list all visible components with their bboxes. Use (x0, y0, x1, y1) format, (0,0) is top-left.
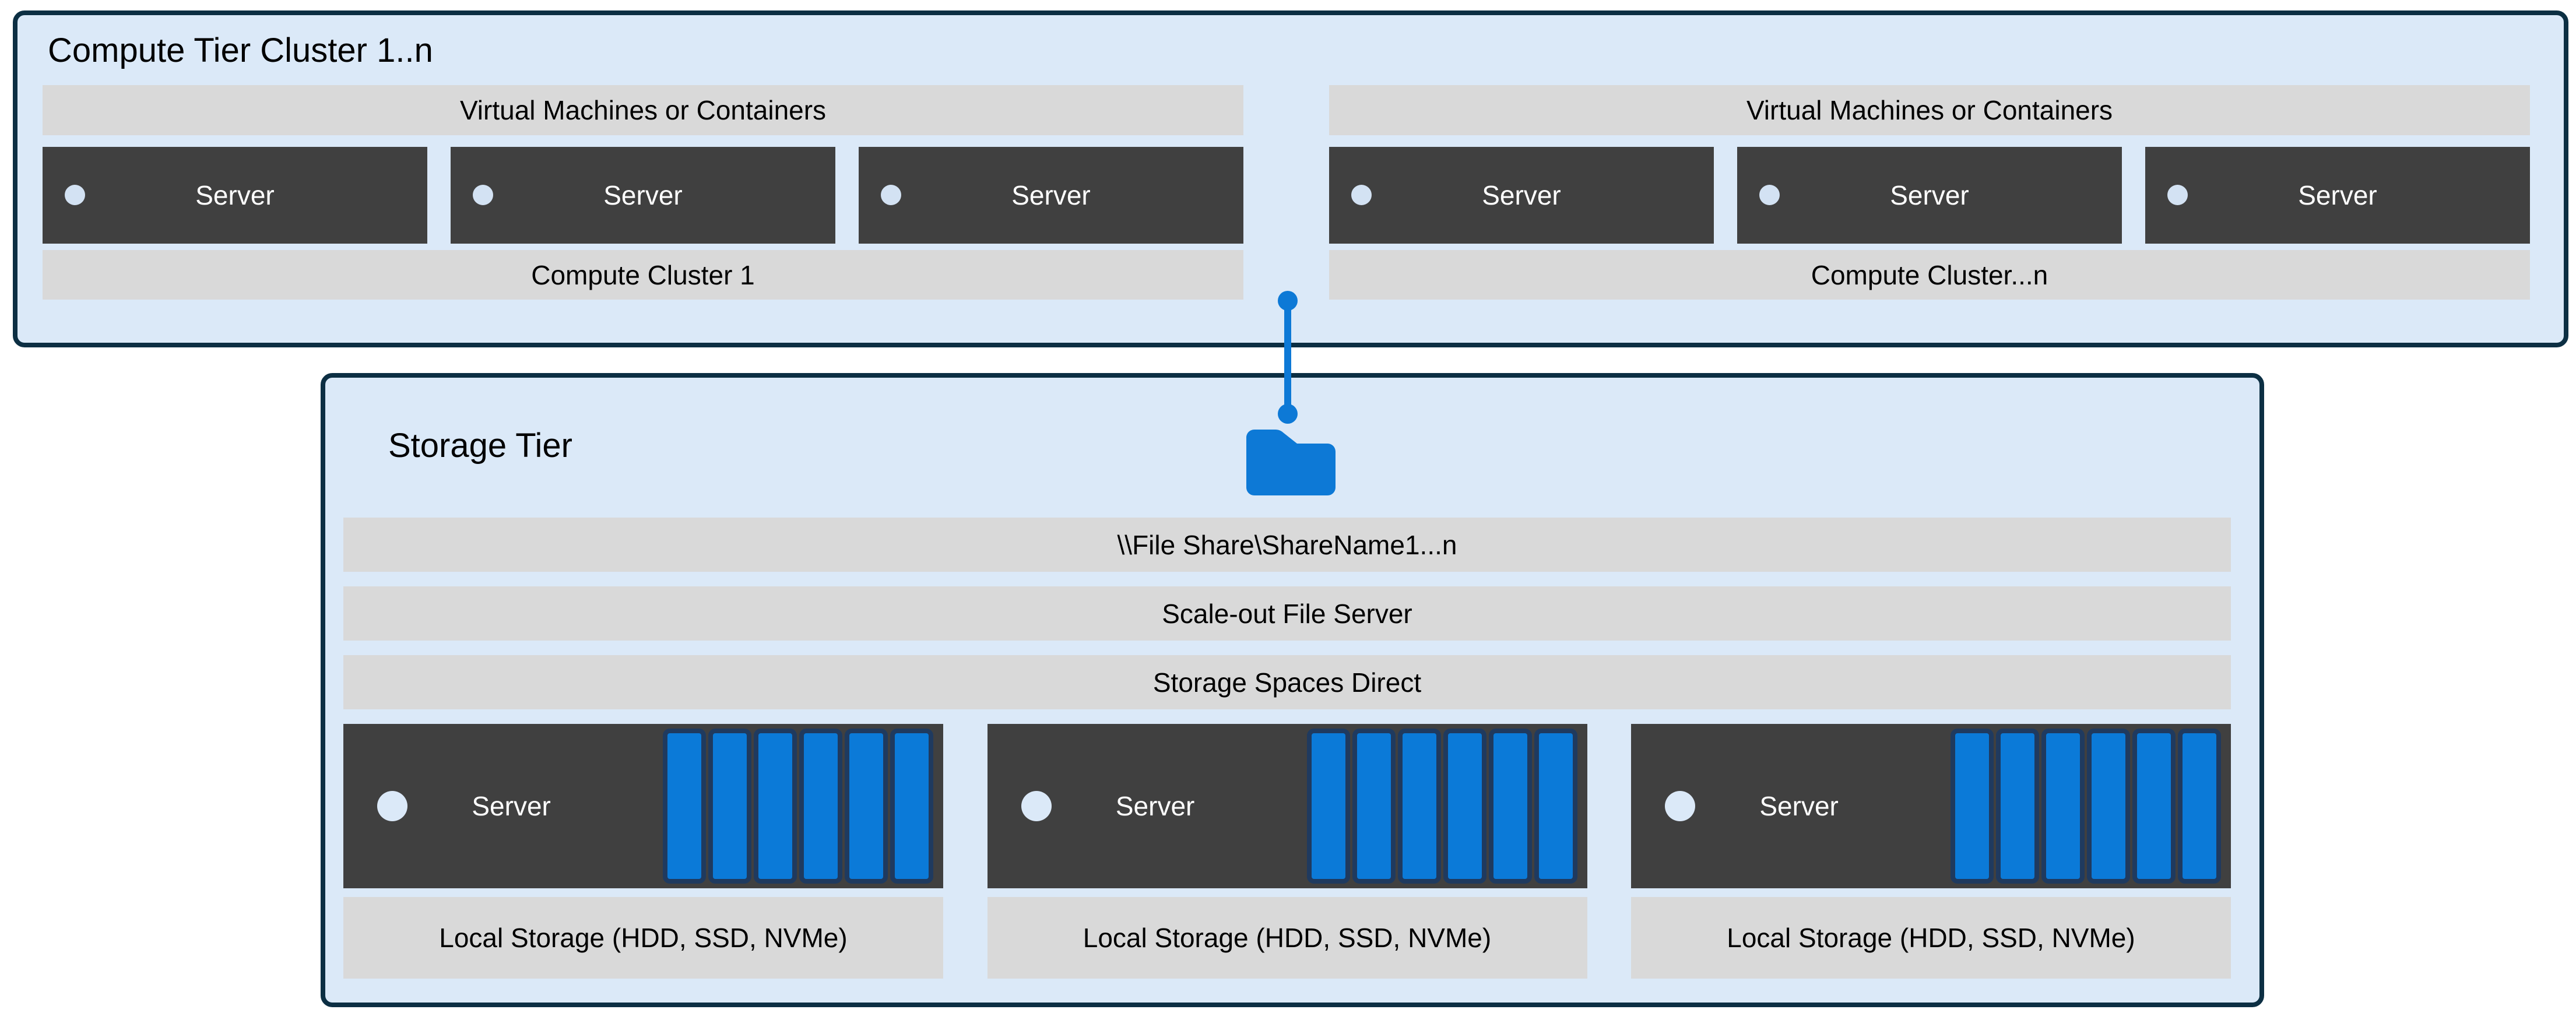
connector-endpoint-dot (1278, 291, 1298, 311)
disk-icon (2087, 729, 2130, 884)
storage-node: Server Local Storage (HDD, SSD, NVMe) (343, 724, 943, 979)
server-label: Server (1011, 180, 1091, 210)
disk-icon (1488, 729, 1532, 884)
led-dot-icon (1021, 791, 1052, 821)
server-box: Server (1737, 147, 2122, 244)
disk-icon (2132, 729, 2176, 884)
server-label: Server (472, 791, 551, 821)
disk-icon (708, 729, 751, 884)
disk-icon (1951, 729, 1994, 884)
server-label: Server (1759, 791, 1839, 821)
compute-cluster-n-bar: Compute Cluster...n (1329, 250, 2530, 300)
disk-group (1306, 729, 1577, 884)
storage-spaces-direct-bar: Storage Spaces Direct (343, 655, 2231, 709)
disk-icon (1534, 729, 1577, 884)
disk-group (1951, 729, 2221, 884)
server-box: Server (1329, 147, 1714, 244)
disk-icon (663, 729, 706, 884)
server-label: Server (603, 180, 683, 210)
server-label: Server (1115, 791, 1195, 821)
disk-icon (1352, 729, 1396, 884)
compute-tier-box: Compute Tier Cluster 1..n Virtual Machin… (13, 10, 2568, 347)
folder-icon (1239, 421, 1336, 495)
led-dot-icon (473, 185, 493, 205)
compute-cluster-1-bar: Compute Cluster 1 (43, 250, 1243, 300)
server-label: Server (1890, 180, 1969, 210)
led-dot-icon (65, 185, 85, 205)
disk-icon (1443, 729, 1486, 884)
disk-group (663, 729, 933, 884)
storage-node: Server Local Storage (HDD, SSD, NVMe) (987, 724, 1587, 979)
server-label: Server (2298, 180, 2377, 210)
disk-icon (1306, 729, 1350, 884)
connector-endpoint-dot (1278, 404, 1298, 424)
led-dot-icon (2167, 185, 2188, 205)
compute-cluster-1: Virtual Machines or Containers Server Se… (43, 85, 1243, 300)
storage-node: Server Local Storage (HDD, SSD, NVMe) (1631, 724, 2231, 979)
server-label: Server (195, 180, 275, 210)
disk-icon (1397, 729, 1441, 884)
storage-server-box: Server (1631, 724, 2231, 888)
led-dot-icon (377, 791, 407, 821)
server-box: Server (859, 147, 1243, 244)
compute-tier-title: Compute Tier Cluster 1..n (48, 31, 433, 69)
vm-or-containers-bar: Virtual Machines or Containers (1329, 85, 2530, 135)
disk-icon (2041, 729, 2085, 884)
server-box: Server (43, 147, 427, 244)
storage-tier-box: Storage Tier \\File Share\ShareName1...n… (321, 373, 2264, 1007)
server-box: Server (2145, 147, 2530, 244)
disk-icon (799, 729, 842, 884)
disk-icon (2178, 729, 2221, 884)
storage-tier-title: Storage Tier (388, 427, 572, 465)
led-dot-icon (881, 185, 901, 205)
compute-to-storage-connector-line (1284, 301, 1291, 414)
led-dot-icon (1759, 185, 1780, 205)
compute-cluster-n: Virtual Machines or Containers Server Se… (1329, 85, 2530, 300)
local-storage-bar: Local Storage (HDD, SSD, NVMe) (1631, 897, 2231, 979)
disk-icon (1996, 729, 2039, 884)
storage-nodes-row: Server Local Storage (HDD, SSD, NVMe) Se… (343, 724, 2231, 979)
led-dot-icon (1665, 791, 1695, 821)
disk-icon (890, 729, 933, 884)
storage-server-box: Server (343, 724, 943, 888)
storage-server-box: Server (987, 724, 1587, 888)
server-box: Server (451, 147, 835, 244)
disk-icon (845, 729, 888, 884)
server-label: Server (1482, 180, 1561, 210)
vm-or-containers-bar: Virtual Machines or Containers (43, 85, 1243, 135)
disk-icon (754, 729, 797, 884)
file-share-bar: \\File Share\ShareName1...n (343, 518, 2231, 572)
scale-out-file-server-bar: Scale-out File Server (343, 586, 2231, 641)
local-storage-bar: Local Storage (HDD, SSD, NVMe) (987, 897, 1587, 979)
led-dot-icon (1351, 185, 1372, 205)
local-storage-bar: Local Storage (HDD, SSD, NVMe) (343, 897, 943, 979)
